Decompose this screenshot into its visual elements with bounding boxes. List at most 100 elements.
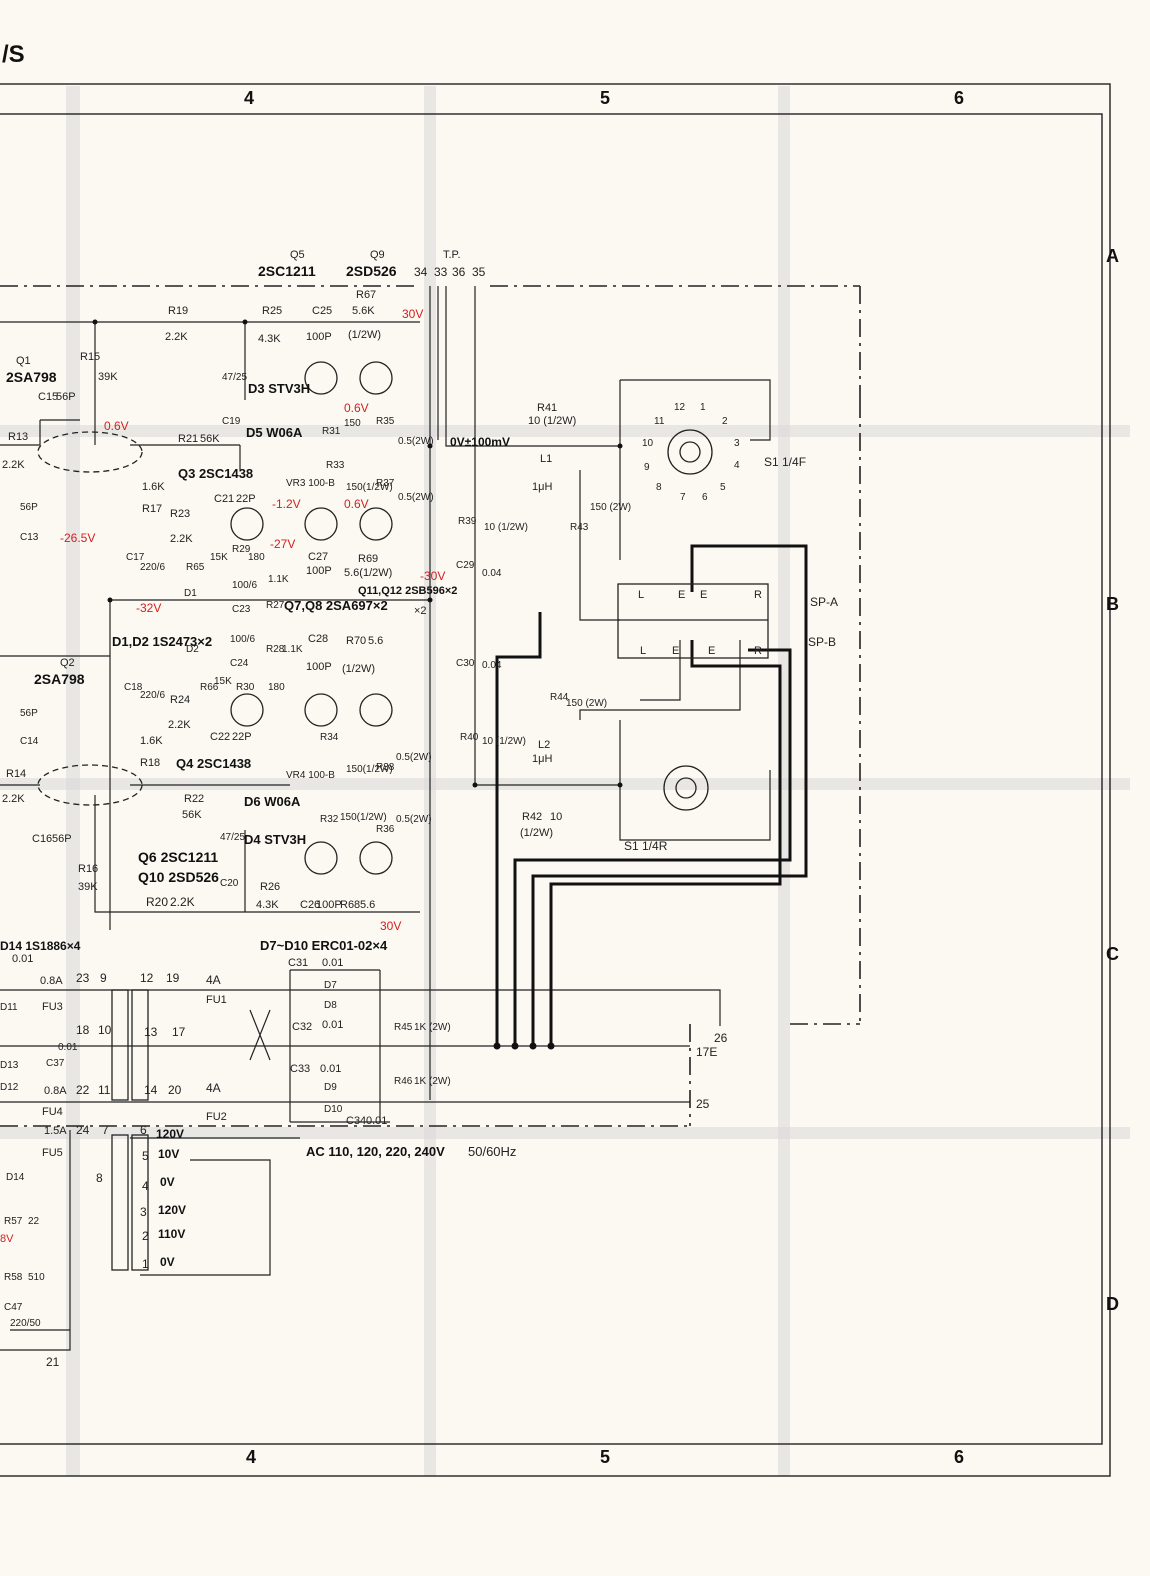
s1f-pin-9: 9	[644, 462, 650, 473]
transistor-q6	[304, 841, 338, 875]
tap-1: 1	[142, 1257, 149, 1271]
label-q1: Q1	[16, 355, 31, 367]
label-q1-part: 2SA798	[6, 369, 57, 385]
value-r42: 10	[550, 811, 562, 823]
power-transformer	[111, 989, 149, 1271]
transistor-q11	[359, 507, 393, 541]
label-r67: R67	[356, 289, 376, 301]
label-c27: C27	[308, 551, 328, 563]
tap-6: 6	[140, 1123, 147, 1137]
label-r34: R34	[320, 732, 339, 743]
label-r45: R45	[394, 1022, 413, 1033]
label-d13: D13	[0, 1060, 19, 1071]
label-r29: R29	[232, 544, 251, 555]
label-r16: R16	[78, 863, 98, 875]
sp-b-e1: E	[672, 645, 679, 657]
pin-18: 18	[76, 1023, 90, 1037]
voltage-0.6v-a: 0.6V	[104, 419, 129, 433]
value-r31: 150	[344, 418, 361, 429]
value-c13: 56P	[20, 502, 38, 513]
value-c29: 0.04	[482, 568, 502, 579]
s1f-pin-6: 6	[702, 492, 708, 503]
label-x2: ×2	[414, 605, 427, 617]
tap-1-label: 0V	[160, 1255, 175, 1269]
label-r57: R57	[4, 1216, 23, 1227]
label-s1-front: S1 1/4F	[764, 455, 806, 469]
label-r31: R31	[322, 426, 341, 437]
value-r25: 4.3K	[258, 333, 281, 345]
label-c23: C23	[232, 604, 251, 615]
value-r36: 0.5(2W)	[396, 814, 432, 825]
label-c22: C22	[210, 731, 230, 743]
pin-10: 10	[98, 1023, 112, 1037]
label-s1-rear: S1 1/4R	[624, 839, 668, 853]
transistor-q9	[359, 361, 393, 395]
s1f-pin-8: 8	[656, 482, 662, 493]
value-r39: 10 (1/2W)	[484, 522, 528, 533]
pin-19: 19	[166, 971, 180, 985]
value-fu4: 0.8A	[44, 1085, 67, 1097]
tap-2-label: 110V	[158, 1227, 185, 1241]
transistor-q10	[359, 841, 393, 875]
label-r19: R19	[168, 305, 188, 317]
grid-bands	[0, 86, 1130, 1476]
value-r26: 4.3K	[256, 899, 279, 911]
value-c27: 100P	[306, 565, 332, 577]
value-fu1: 4A	[206, 973, 221, 987]
terminal-26: 26	[714, 1031, 728, 1045]
value-c21: 22P	[236, 493, 256, 505]
label-tp: T.P.	[443, 249, 461, 261]
pin-23: 23	[76, 971, 90, 985]
tap-3: 3	[140, 1205, 147, 1219]
label-r26: R26	[260, 881, 280, 893]
value-r21: 56K	[200, 433, 220, 445]
label-c16: C16	[32, 833, 52, 845]
voltage-neg26.5v: -26.5V	[60, 531, 95, 545]
sp-a-l: L	[638, 589, 644, 601]
sp-a-e1: E	[678, 589, 685, 601]
value-c37: 0.01	[58, 1042, 78, 1053]
transistor-q12	[359, 693, 393, 727]
label-c33: C33	[290, 1063, 310, 1075]
value-c30: 0.04	[482, 660, 502, 671]
label-c19: C19	[222, 416, 241, 427]
label-r44: R44	[550, 692, 569, 703]
value-fu2: 4A	[206, 1081, 221, 1095]
label-r42: R42	[522, 811, 542, 823]
tap-4-label: 0V	[160, 1175, 175, 1189]
label-r65: R65	[186, 562, 205, 573]
label-0.01-left: 0.01	[12, 953, 33, 965]
label-q3: Q3 2SC1438	[178, 466, 253, 481]
pin-7: 7	[102, 1123, 109, 1137]
label-r70: R70	[346, 635, 366, 647]
s1f-pin-3: 3	[734, 438, 740, 449]
col-label-5-bottom: 5	[600, 1447, 610, 1467]
value-r46: 1K (2W)	[414, 1076, 451, 1087]
value-c34: 0.01	[366, 1115, 387, 1127]
voltage-0.6v-c: 0.6V	[344, 497, 369, 511]
inner-frame	[0, 113, 1103, 1445]
label-d11: D11	[0, 1002, 18, 1013]
label-d10: D10	[324, 1104, 343, 1115]
value-r58: 510	[28, 1272, 45, 1283]
s1f-pin-1: 1	[700, 402, 706, 413]
value-r24: 2.2K	[168, 719, 191, 731]
value-r13: 2.2K	[2, 459, 25, 471]
row-label-d: D	[1106, 1294, 1119, 1314]
row-label-b: B	[1106, 594, 1119, 614]
value-r35: 0.5(2W)	[398, 436, 434, 447]
label-r37: R37	[376, 478, 395, 489]
label-r25: R25	[262, 305, 282, 317]
label-q10: Q10 2SD526	[138, 869, 219, 885]
value-r38: 0.5(2W)	[396, 752, 432, 763]
selector-switch	[617, 429, 769, 811]
speaker-wires	[495, 544, 808, 1046]
label-r58: R58	[4, 1272, 23, 1283]
label-c17: C17	[126, 552, 145, 563]
label-c18: C18	[124, 682, 143, 693]
s1f-pin-11: 11	[654, 416, 665, 427]
label-d7d10: D7~D10 ERC01-02×4	[260, 938, 388, 953]
pin-20: 20	[168, 1083, 182, 1097]
label-d14-small: D14	[6, 1172, 25, 1183]
pin-22: 22	[76, 1083, 90, 1097]
